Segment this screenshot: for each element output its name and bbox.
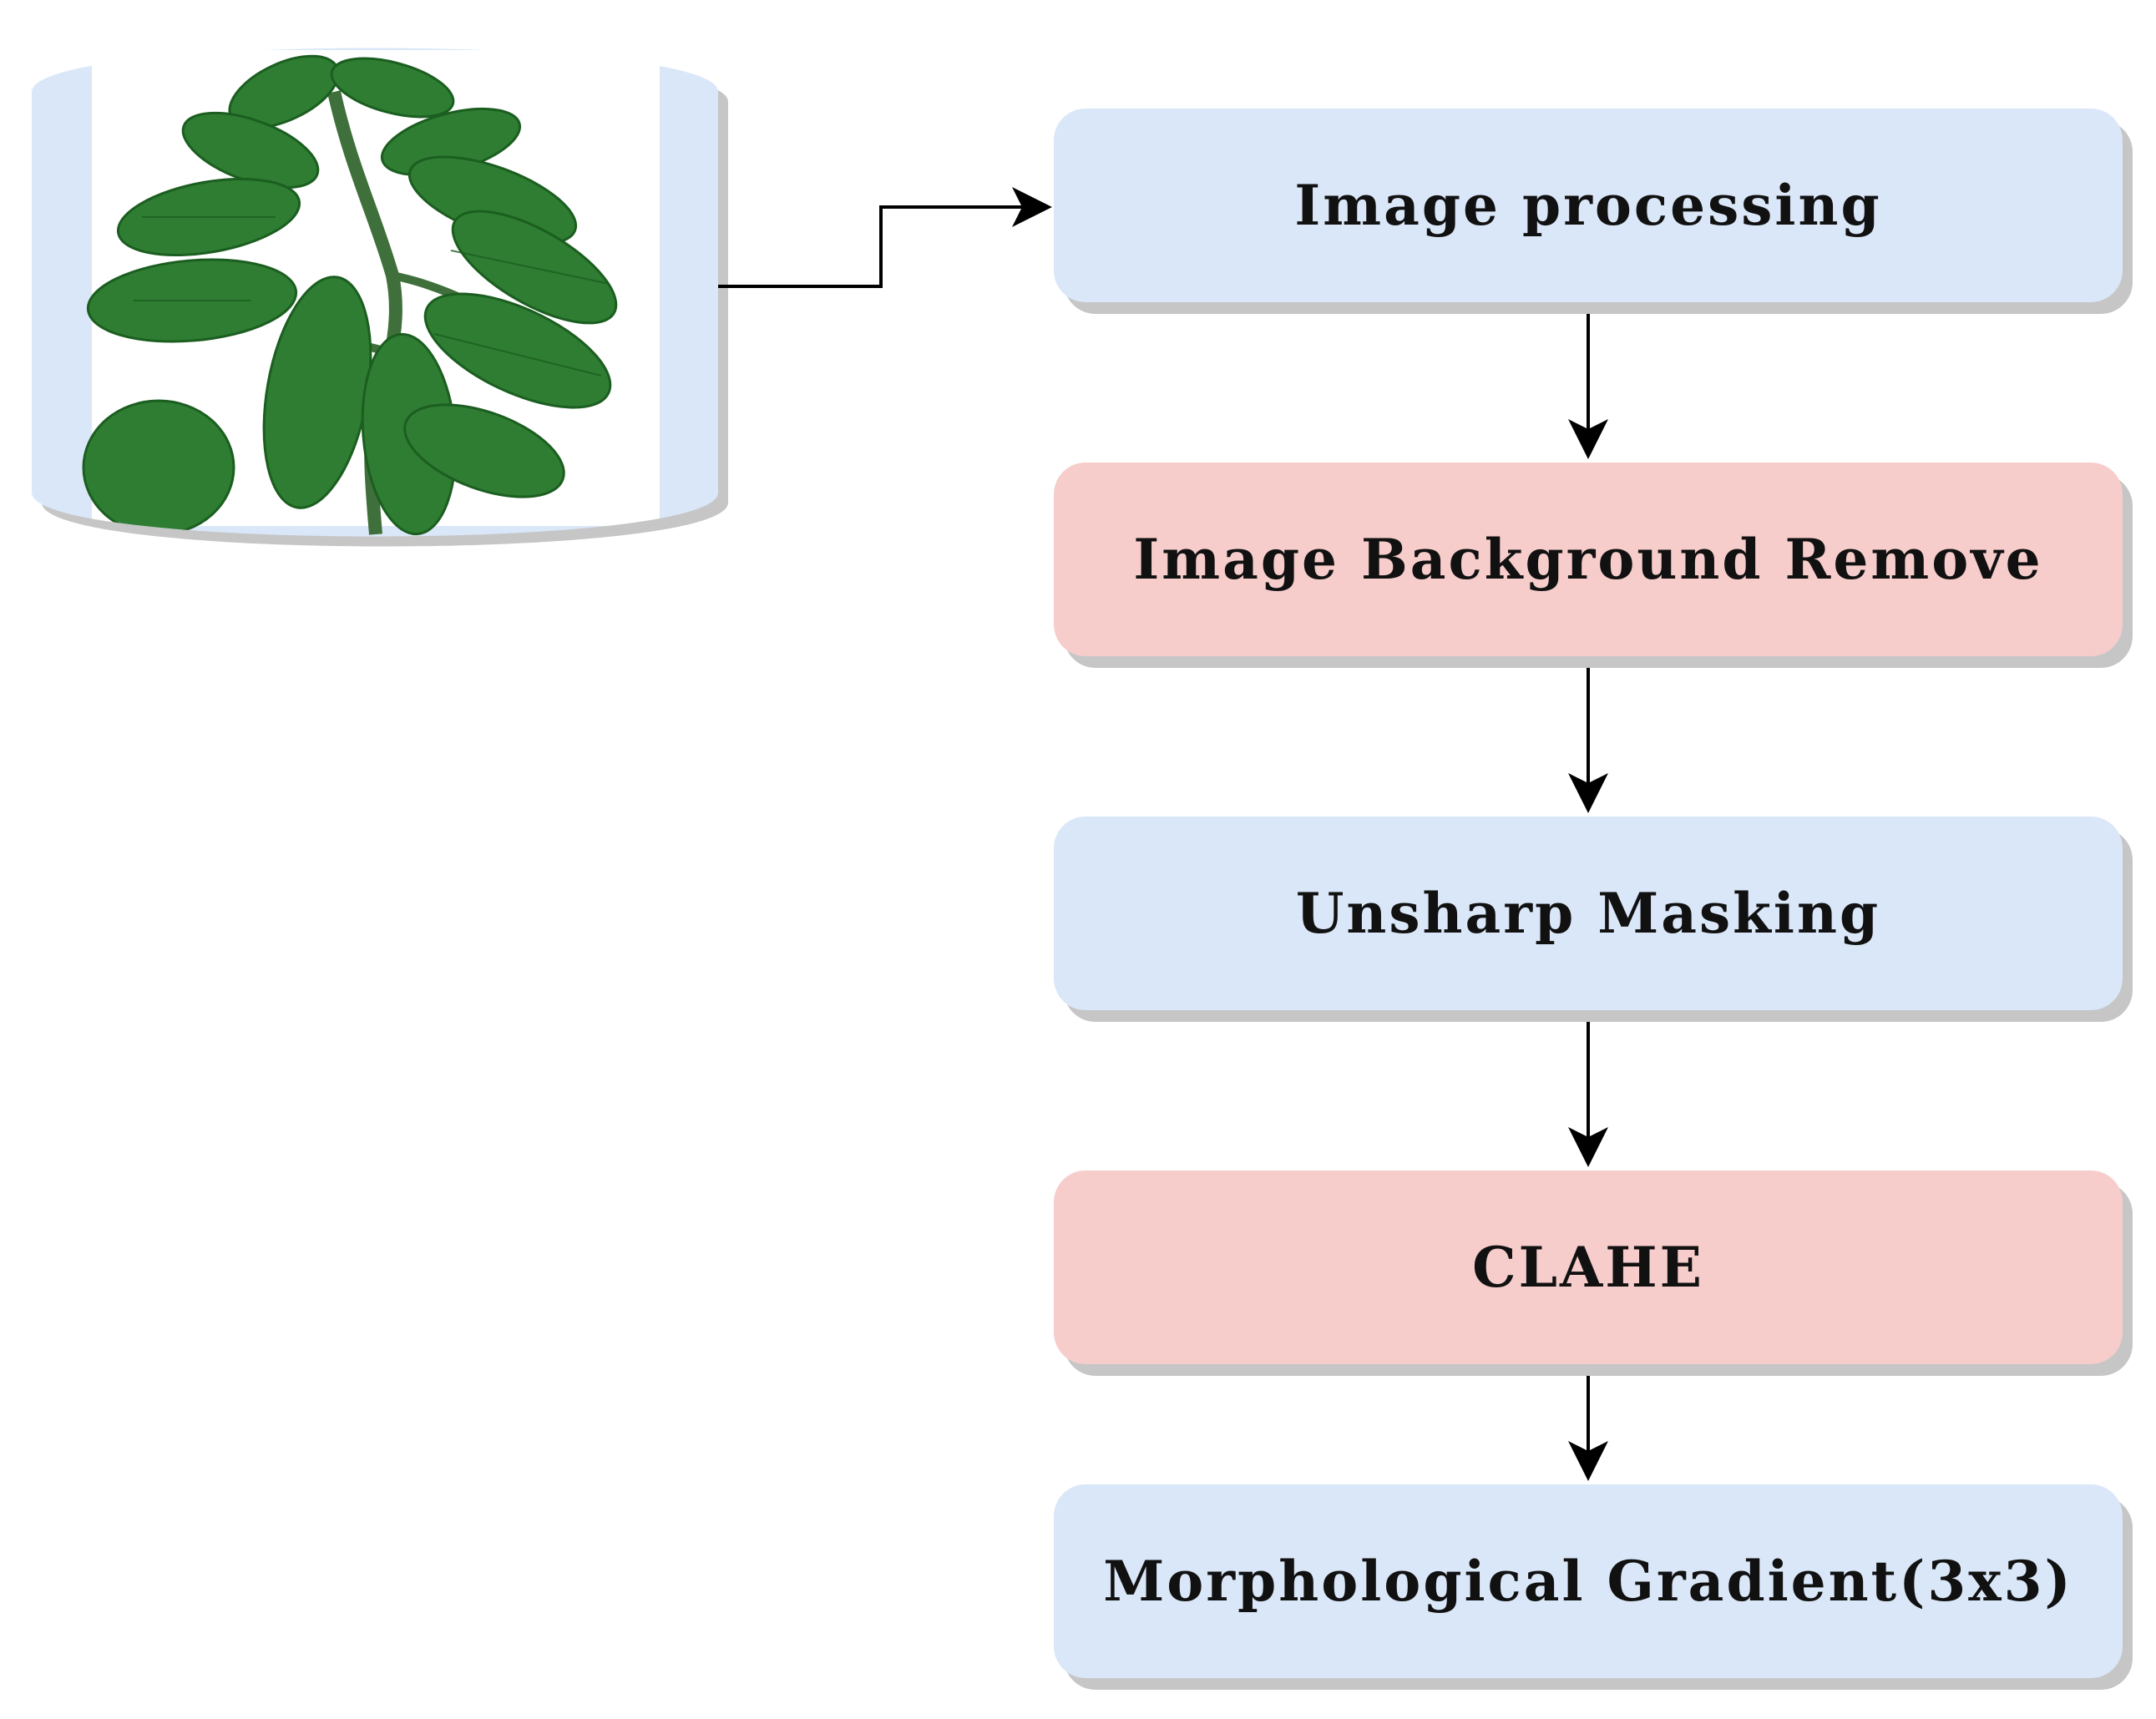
step-morphological-gradient: Morphological Gradient(3x3) <box>1054 1484 2123 1678</box>
step-label: Unsharp Masking <box>1295 881 1881 946</box>
step-label: Morphological Gradient(3x3) <box>1103 1549 2073 1614</box>
connector-arrow-input <box>718 187 1052 288</box>
input-image-cylinder <box>32 48 728 547</box>
step-image-processing: Image processing <box>1054 109 2123 302</box>
leaf-plant-icon <box>82 50 660 536</box>
step-label: Image processing <box>1294 173 1882 238</box>
step-label: Image Background Remove <box>1133 527 2043 592</box>
step-label: CLAHE <box>1472 1235 1704 1300</box>
step-image-background-remove: Image Background Remove <box>1054 463 2123 656</box>
step-clahe: CLAHE <box>1054 1170 2123 1364</box>
step-unsharp-masking: Unsharp Masking <box>1054 817 2123 1010</box>
